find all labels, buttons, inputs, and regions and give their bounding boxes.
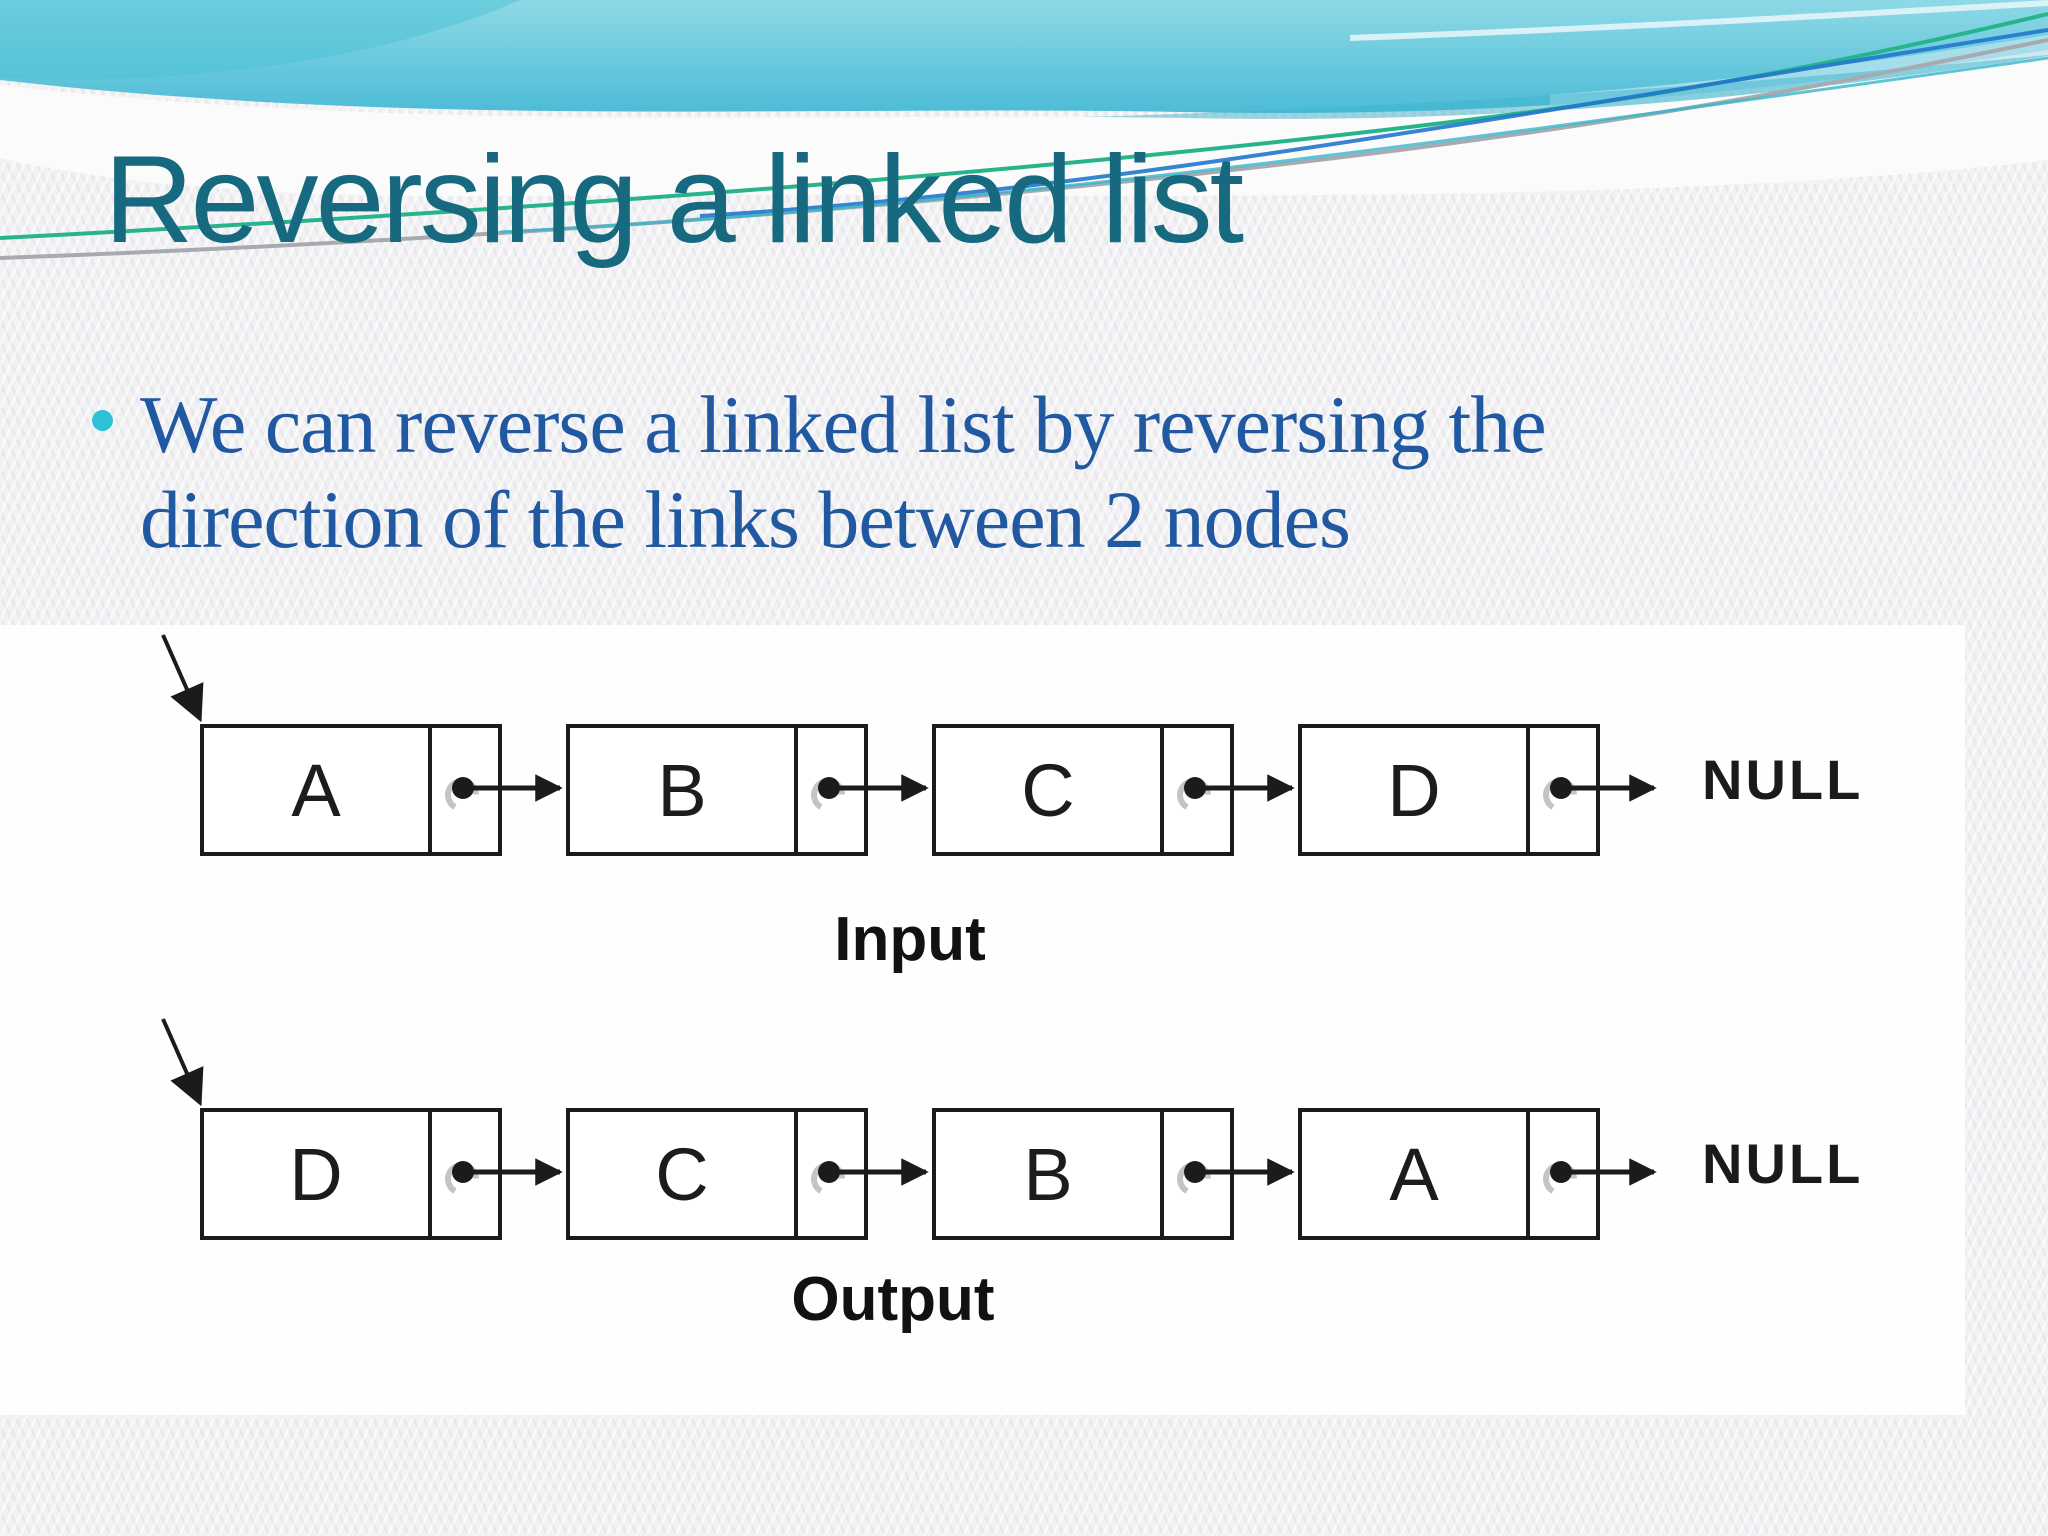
wave-shapes xyxy=(0,0,2048,260)
list-node-C: C xyxy=(566,1108,868,1240)
list-node-D: D xyxy=(1298,724,1600,856)
list-node-B: B xyxy=(932,1108,1234,1240)
list-node-D: D xyxy=(200,1108,502,1240)
bullet-line: We can reverse a linked list by reversin… xyxy=(140,379,1547,470)
list-node-A: A xyxy=(200,724,502,856)
list-row-input: A B C D NULL Input xyxy=(161,634,1863,974)
list-node-C: C xyxy=(932,724,1234,856)
node-letter: A xyxy=(291,749,341,832)
row-label-input: Input xyxy=(834,905,986,974)
list-node-A: A xyxy=(1298,1108,1600,1240)
row-label-output: Output xyxy=(791,1265,994,1334)
null-terminator: NULL xyxy=(1702,1132,1863,1195)
bullet-line: direction of the links between 2 nodes xyxy=(140,474,1351,565)
node-letter: A xyxy=(1389,1133,1439,1216)
node-letter: C xyxy=(1021,749,1074,832)
slide-title: Reversing a linked list xyxy=(104,131,1244,269)
node-letter: B xyxy=(657,749,706,832)
node-letter: B xyxy=(1023,1133,1072,1216)
head-pointer-arrow xyxy=(161,634,204,723)
bullet-text: We can reverse a linked list by reversin… xyxy=(140,377,1547,567)
list-row-output: D C B A NULL Output xyxy=(161,1018,1863,1334)
bullet-dot-icon xyxy=(92,410,113,431)
header-wave-decoration xyxy=(0,0,2048,260)
node-letter: C xyxy=(655,1133,708,1216)
head-pointer-arrow xyxy=(161,1018,204,1107)
node-letter: D xyxy=(289,1133,342,1216)
list-node-B: B xyxy=(566,724,868,856)
null-terminator: NULL xyxy=(1702,748,1863,811)
node-letter: D xyxy=(1387,749,1440,832)
